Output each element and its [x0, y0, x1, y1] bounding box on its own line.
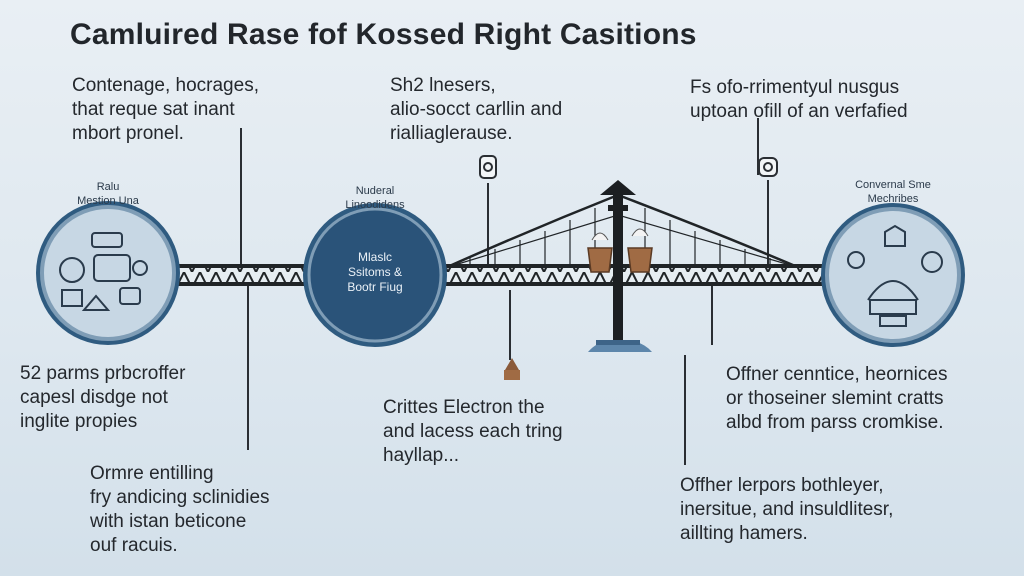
- note-top-left: Contenage, hocrages, that reque sat inan…: [72, 75, 259, 144]
- connector-lines: [240, 118, 769, 465]
- building-icons: [847, 224, 943, 327]
- note-top-center: Sh2 lnesers, alio-socct carllin and rial…: [390, 75, 563, 144]
- truss-deck: [176, 264, 830, 286]
- cargo-buckets: [587, 228, 653, 273]
- note-bottom-left-upper: 52 parms prbcroffer capesl disdge not in…: [20, 363, 186, 432]
- diagram-title: Camluired Rase fof Kossed Right Casition…: [70, 18, 697, 51]
- node-circle-right: [821, 203, 965, 347]
- note-bottom-right-upper: Offner cenntice, heornices or thoseiner …: [726, 364, 948, 433]
- node-circle-left: [36, 201, 180, 345]
- bridge-tower: [588, 180, 652, 352]
- node-circle-center: [303, 203, 447, 347]
- note-bottom-center: Crittes Electron the and lacess each tri…: [383, 397, 563, 466]
- marker-icon-right: [758, 157, 778, 177]
- note-bottom-left-lower: Ormre entilling fry andicing sclinidies …: [90, 463, 270, 556]
- note-top-right: Fs ofo-rrimentyul nusgus uptoan ofill of…: [690, 77, 908, 122]
- machine-icons: [59, 232, 148, 311]
- node-caption-center: Nuderal Linoodidens: [345, 185, 405, 211]
- node-caption-left: Ralu Mestion Una: [77, 181, 139, 207]
- node-label-center: Mlaslc Ssitoms & Bootr Fiug: [347, 250, 403, 294]
- lamp-icon: [504, 358, 520, 380]
- node-caption-right: Convernal Sme Mechribes: [855, 179, 931, 205]
- marker-icon-center: [479, 155, 497, 179]
- note-bottom-right-lower: Offher lerpors bothleyer, inersitue, and…: [680, 475, 894, 544]
